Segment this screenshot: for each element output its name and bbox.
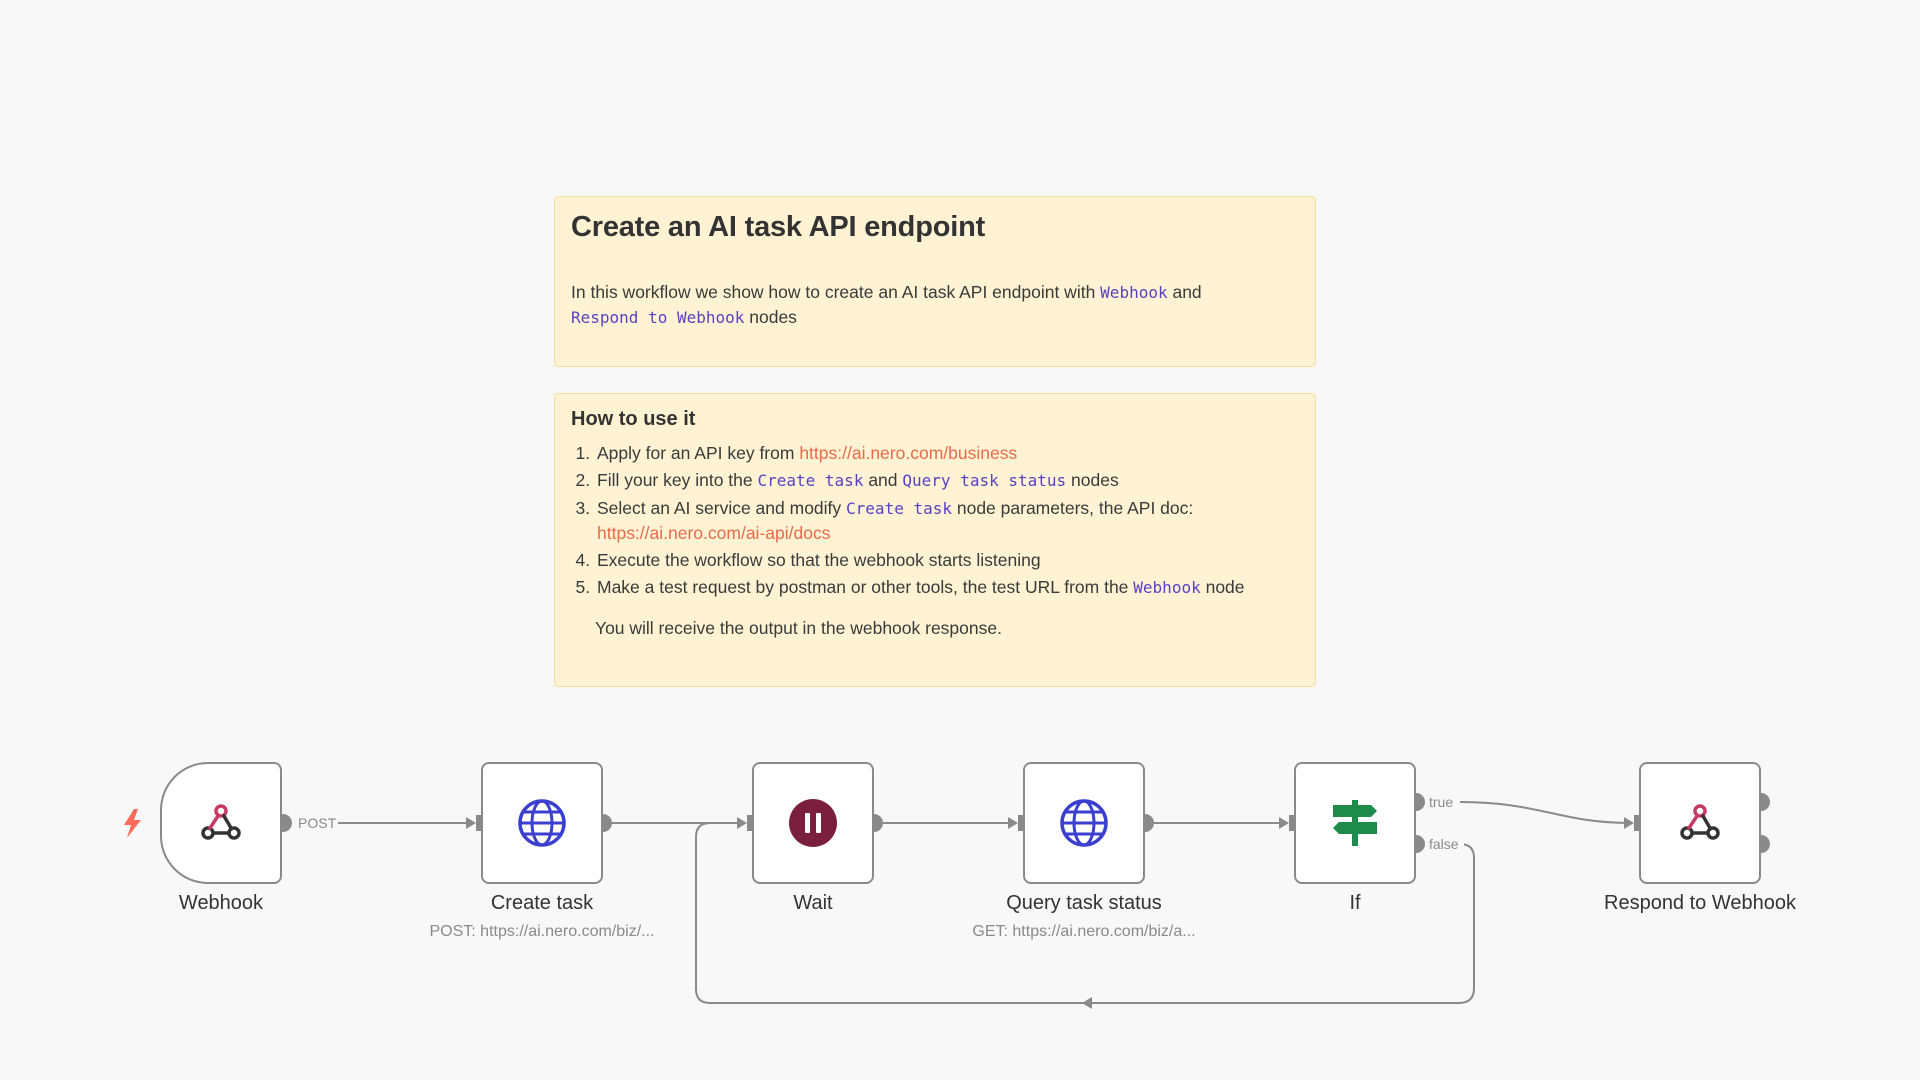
webhook-icon xyxy=(1680,804,1720,840)
arrow-head xyxy=(1624,817,1634,829)
node-create-task[interactable] xyxy=(481,762,603,884)
node-query-task-status-subtitle: GET: https://ai.nero.com/biz/a... xyxy=(972,923,1196,940)
step-4: Execute the workflow so that the webhook… xyxy=(595,548,1299,572)
node-wait-label: Wait xyxy=(793,892,833,914)
webhook-code: Webhook xyxy=(1100,283,1168,302)
input-handle[interactable] xyxy=(476,815,482,831)
respond-code: Respond to Webhook xyxy=(571,308,745,327)
input-handle[interactable] xyxy=(1634,815,1640,831)
node-webhook[interactable] xyxy=(160,762,282,884)
node-respond-to-webhook[interactable] xyxy=(1639,762,1761,884)
pause-icon xyxy=(789,799,837,847)
false-label: false xyxy=(1429,836,1459,852)
sticky-note-howto[interactable]: How to use it Apply for an API key from … xyxy=(554,393,1316,687)
node-create-task-subtitle: POST: https://ai.nero.com/biz/... xyxy=(429,923,655,940)
input-handle[interactable] xyxy=(747,815,753,831)
trigger-bolt-icon xyxy=(124,809,141,838)
node-create-task-label: Create task xyxy=(490,892,594,914)
sticky-note-intro[interactable]: Create an AI task API endpoint In this w… xyxy=(554,196,1316,367)
node-query-task-status-label: Query task status xyxy=(1006,892,1162,914)
globe-icon xyxy=(518,799,566,847)
step-2: Fill your key into the Create task and Q… xyxy=(595,468,1299,493)
arrow-head xyxy=(1008,817,1018,829)
input-handle[interactable] xyxy=(1289,815,1295,831)
node-query-task-status[interactable] xyxy=(1023,762,1145,884)
node-webhook-label: Webhook xyxy=(178,892,264,914)
node-if-label: If xyxy=(1349,892,1361,914)
step-5: Make a test request by postman or other … xyxy=(595,575,1299,600)
receive-text: You will receive the output in the webho… xyxy=(595,618,1002,638)
webhook-icon xyxy=(201,804,241,840)
step-1: Apply for an API key from https://ai.ner… xyxy=(595,441,1299,465)
node-if[interactable] xyxy=(1294,762,1416,884)
true-label: true xyxy=(1429,794,1453,810)
node-wait[interactable] xyxy=(752,762,874,884)
post-label: POST xyxy=(298,815,337,831)
intro-title: Create an AI task API endpoint xyxy=(571,211,986,243)
arrow-head xyxy=(1279,817,1289,829)
intro-text: In this workflow we show how to create a… xyxy=(571,282,1202,327)
signpost-icon xyxy=(1333,800,1377,846)
false-label-bg xyxy=(1424,835,1464,853)
api-key-link[interactable]: https://ai.nero.com/business xyxy=(799,443,1018,463)
howto-title: How to use it xyxy=(571,408,696,430)
loop-arrow xyxy=(1082,997,1092,1009)
howto-steps: Apply for an API key from https://ai.ner… xyxy=(595,441,1299,600)
arrow-head xyxy=(466,817,476,829)
step-3: Select an AI service and modify Create t… xyxy=(595,496,1299,545)
input-handle[interactable] xyxy=(1018,815,1024,831)
post-label-bg xyxy=(290,813,338,833)
true-label-bg xyxy=(1424,793,1460,811)
wire-if-true[interactable] xyxy=(1416,801,1631,824)
node-respond-to-webhook-label: Respond to Webhook xyxy=(1604,892,1796,914)
api-doc-link[interactable]: https://ai.nero.com/ai-api/docs xyxy=(597,523,831,543)
globe-icon xyxy=(1060,799,1108,847)
